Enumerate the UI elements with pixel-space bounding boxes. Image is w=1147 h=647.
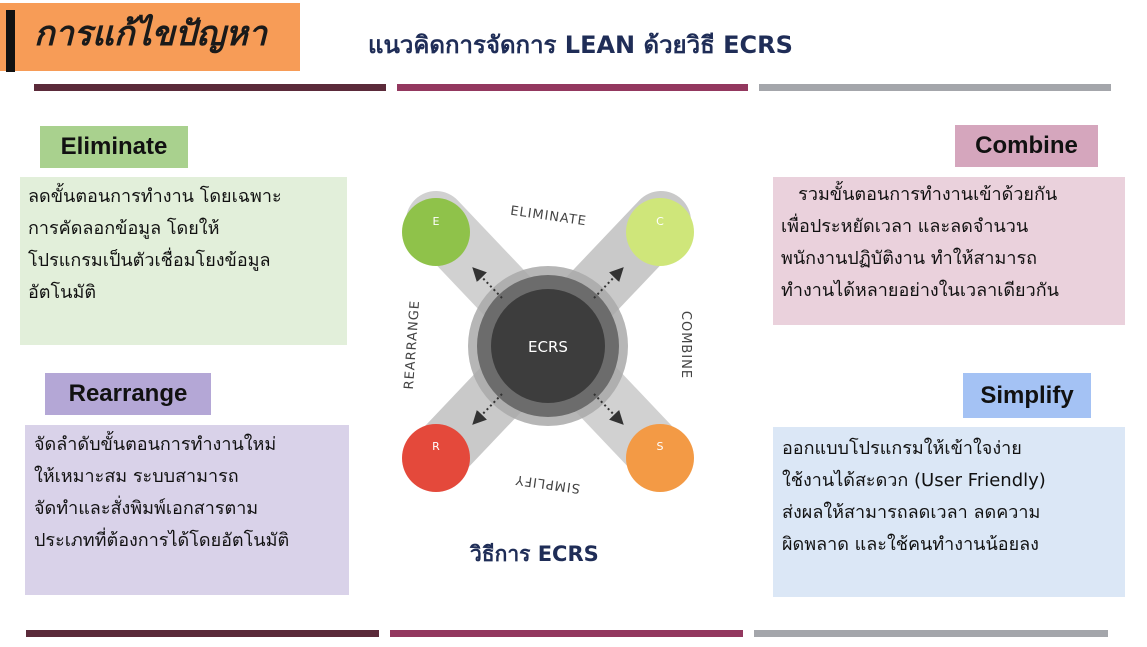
eliminate-line: อัตโนมัติ xyxy=(28,282,97,303)
rearrange-label: Rearrange xyxy=(45,373,211,415)
top-rule-magenta xyxy=(397,84,748,91)
combine-line: ทำงานได้หลายอย่างในเวลาเดียวกัน xyxy=(781,280,1059,301)
arc-label-combine: COMBINE xyxy=(678,311,693,379)
arc-label-eliminate: ELIMINATE xyxy=(509,204,587,230)
rearrange-line: ประเภทที่ต้องการได้โดยอัตโนมัติ xyxy=(34,530,290,551)
top-rule-dark xyxy=(34,84,386,91)
combine-line: เพื่อประหยัดเวลา และลดจำนวน xyxy=(781,216,1029,237)
arrow-to-c xyxy=(593,267,624,299)
node-e xyxy=(402,198,470,266)
node-c-label: C xyxy=(656,215,664,228)
node-s-label: S xyxy=(657,440,664,453)
eliminate-box: ลดขั้นตอนการทำงาน โดยเฉพาะ การคัดลอกข้อม… xyxy=(20,177,347,345)
title-accent-bar xyxy=(6,10,15,72)
simplify-box: ออกแบบโปรแกรมให้เข้าใจง่าย ใช้งานได้สะดว… xyxy=(773,427,1125,597)
node-e-label: E xyxy=(433,215,440,228)
page-title: การแก้ไขปัญหา xyxy=(34,14,267,54)
bottom-rule-gray xyxy=(754,630,1108,637)
arrow-to-e xyxy=(472,267,503,299)
top-rule-gray xyxy=(759,84,1111,91)
rearrange-line: จัดลำดับขั้นตอนการทำงานใหม่ xyxy=(34,434,277,455)
combine-box: รวมขั้นตอนการทำงานเข้าด้วยกัน เพื่อประหย… xyxy=(773,177,1125,325)
rearrange-line: จัดทำและสั่งพิมพ์เอกสารตาม xyxy=(34,498,259,519)
rearrange-line: ให้เหมาะสม ระบบสามารถ xyxy=(34,466,239,487)
simplify-line: ใช้งานได้สะดวก (User Friendly) xyxy=(782,470,1046,491)
ecrs-diagram-svg: ECRS E C R S ELIMINATE COMBINE SIMPLIFY … xyxy=(402,191,694,495)
eliminate-line: โปรแกรมเป็นตัวเชื่อมโยงข้อมูล xyxy=(28,250,271,271)
simplify-label: Simplify xyxy=(963,373,1091,418)
eliminate-line: ลดขั้นตอนการทำงาน โดยเฉพาะ xyxy=(28,186,282,207)
title-tag xyxy=(0,3,300,71)
simplify-line: ออกแบบโปรแกรมให้เข้าใจง่าย xyxy=(782,438,1022,459)
combine-line: พนักงานปฏิบัติงาน ทำให้สามารถ xyxy=(781,248,1038,269)
diagram-caption: วิธีการ ECRS xyxy=(470,542,599,566)
bottom-rule-magenta xyxy=(390,630,743,637)
combine-label: Combine xyxy=(955,125,1098,167)
headline: แนวคิดการจัดการ LEAN ด้วยวิธี ECRS xyxy=(368,31,793,59)
bottom-rule-dark xyxy=(26,630,379,637)
simplify-line: ส่งผลให้สามารถลดเวลา ลดความ xyxy=(782,502,1041,523)
arrow-to-r xyxy=(472,393,503,425)
center-label: ECRS xyxy=(528,338,568,356)
center-circle xyxy=(491,289,605,403)
node-c xyxy=(626,198,694,266)
arc-label-rearrange: REARRANGE xyxy=(402,300,423,390)
rearrange-box: จัดลำดับขั้นตอนการทำงานใหม่ ให้เหมาะสม ร… xyxy=(25,425,349,595)
eliminate-line: การคัดลอกข้อมูล โดยให้ xyxy=(28,218,220,239)
simplify-line: ผิดพลาด และใช้คนทำงานน้อยลง xyxy=(782,534,1039,555)
arrow-to-s xyxy=(593,393,624,425)
node-r xyxy=(402,424,470,492)
arc-label-simplify: SIMPLIFY xyxy=(514,471,581,495)
ecrs-diagram: ECRS E C R S ELIMINATE COMBINE SIMPLIFY … xyxy=(380,180,720,510)
combine-line: รวมขั้นตอนการทำงานเข้าด้วยกัน xyxy=(781,184,1058,205)
eliminate-label: Eliminate xyxy=(40,126,188,168)
node-s xyxy=(626,424,694,492)
node-r-label: R xyxy=(432,440,440,453)
